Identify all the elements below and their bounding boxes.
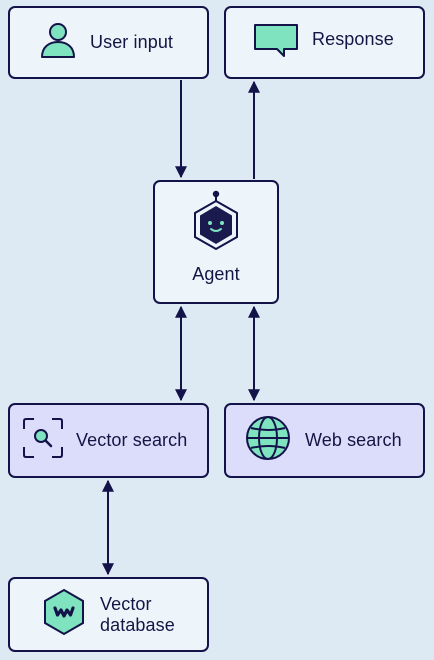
- node-vector-database: Vector database: [8, 577, 209, 652]
- node-user-input: User input: [8, 6, 209, 79]
- node-label: User input: [90, 32, 174, 52]
- chat-bubble-icon: [253, 22, 299, 63]
- node-label-line-2: database: [100, 614, 175, 635]
- node-agent: Agent: [153, 180, 279, 304]
- node-label: Response: [312, 29, 394, 49]
- node-label: Vector database: [100, 594, 175, 636]
- node-web-search: Web search: [224, 403, 425, 478]
- user-icon: [40, 21, 76, 64]
- node-label-line-1: Vector: [100, 593, 152, 614]
- node-vector-search: Vector search: [8, 403, 209, 478]
- node-label: Web search: [305, 430, 402, 450]
- node-label: Vector search: [76, 430, 188, 450]
- node-label: Agent: [192, 264, 240, 284]
- database-hexagon-icon: [42, 588, 86, 641]
- robot-hexagon-icon: [191, 189, 241, 256]
- globe-icon: [245, 415, 291, 466]
- search-focus-icon: [22, 417, 64, 464]
- node-response: Response: [224, 6, 425, 79]
